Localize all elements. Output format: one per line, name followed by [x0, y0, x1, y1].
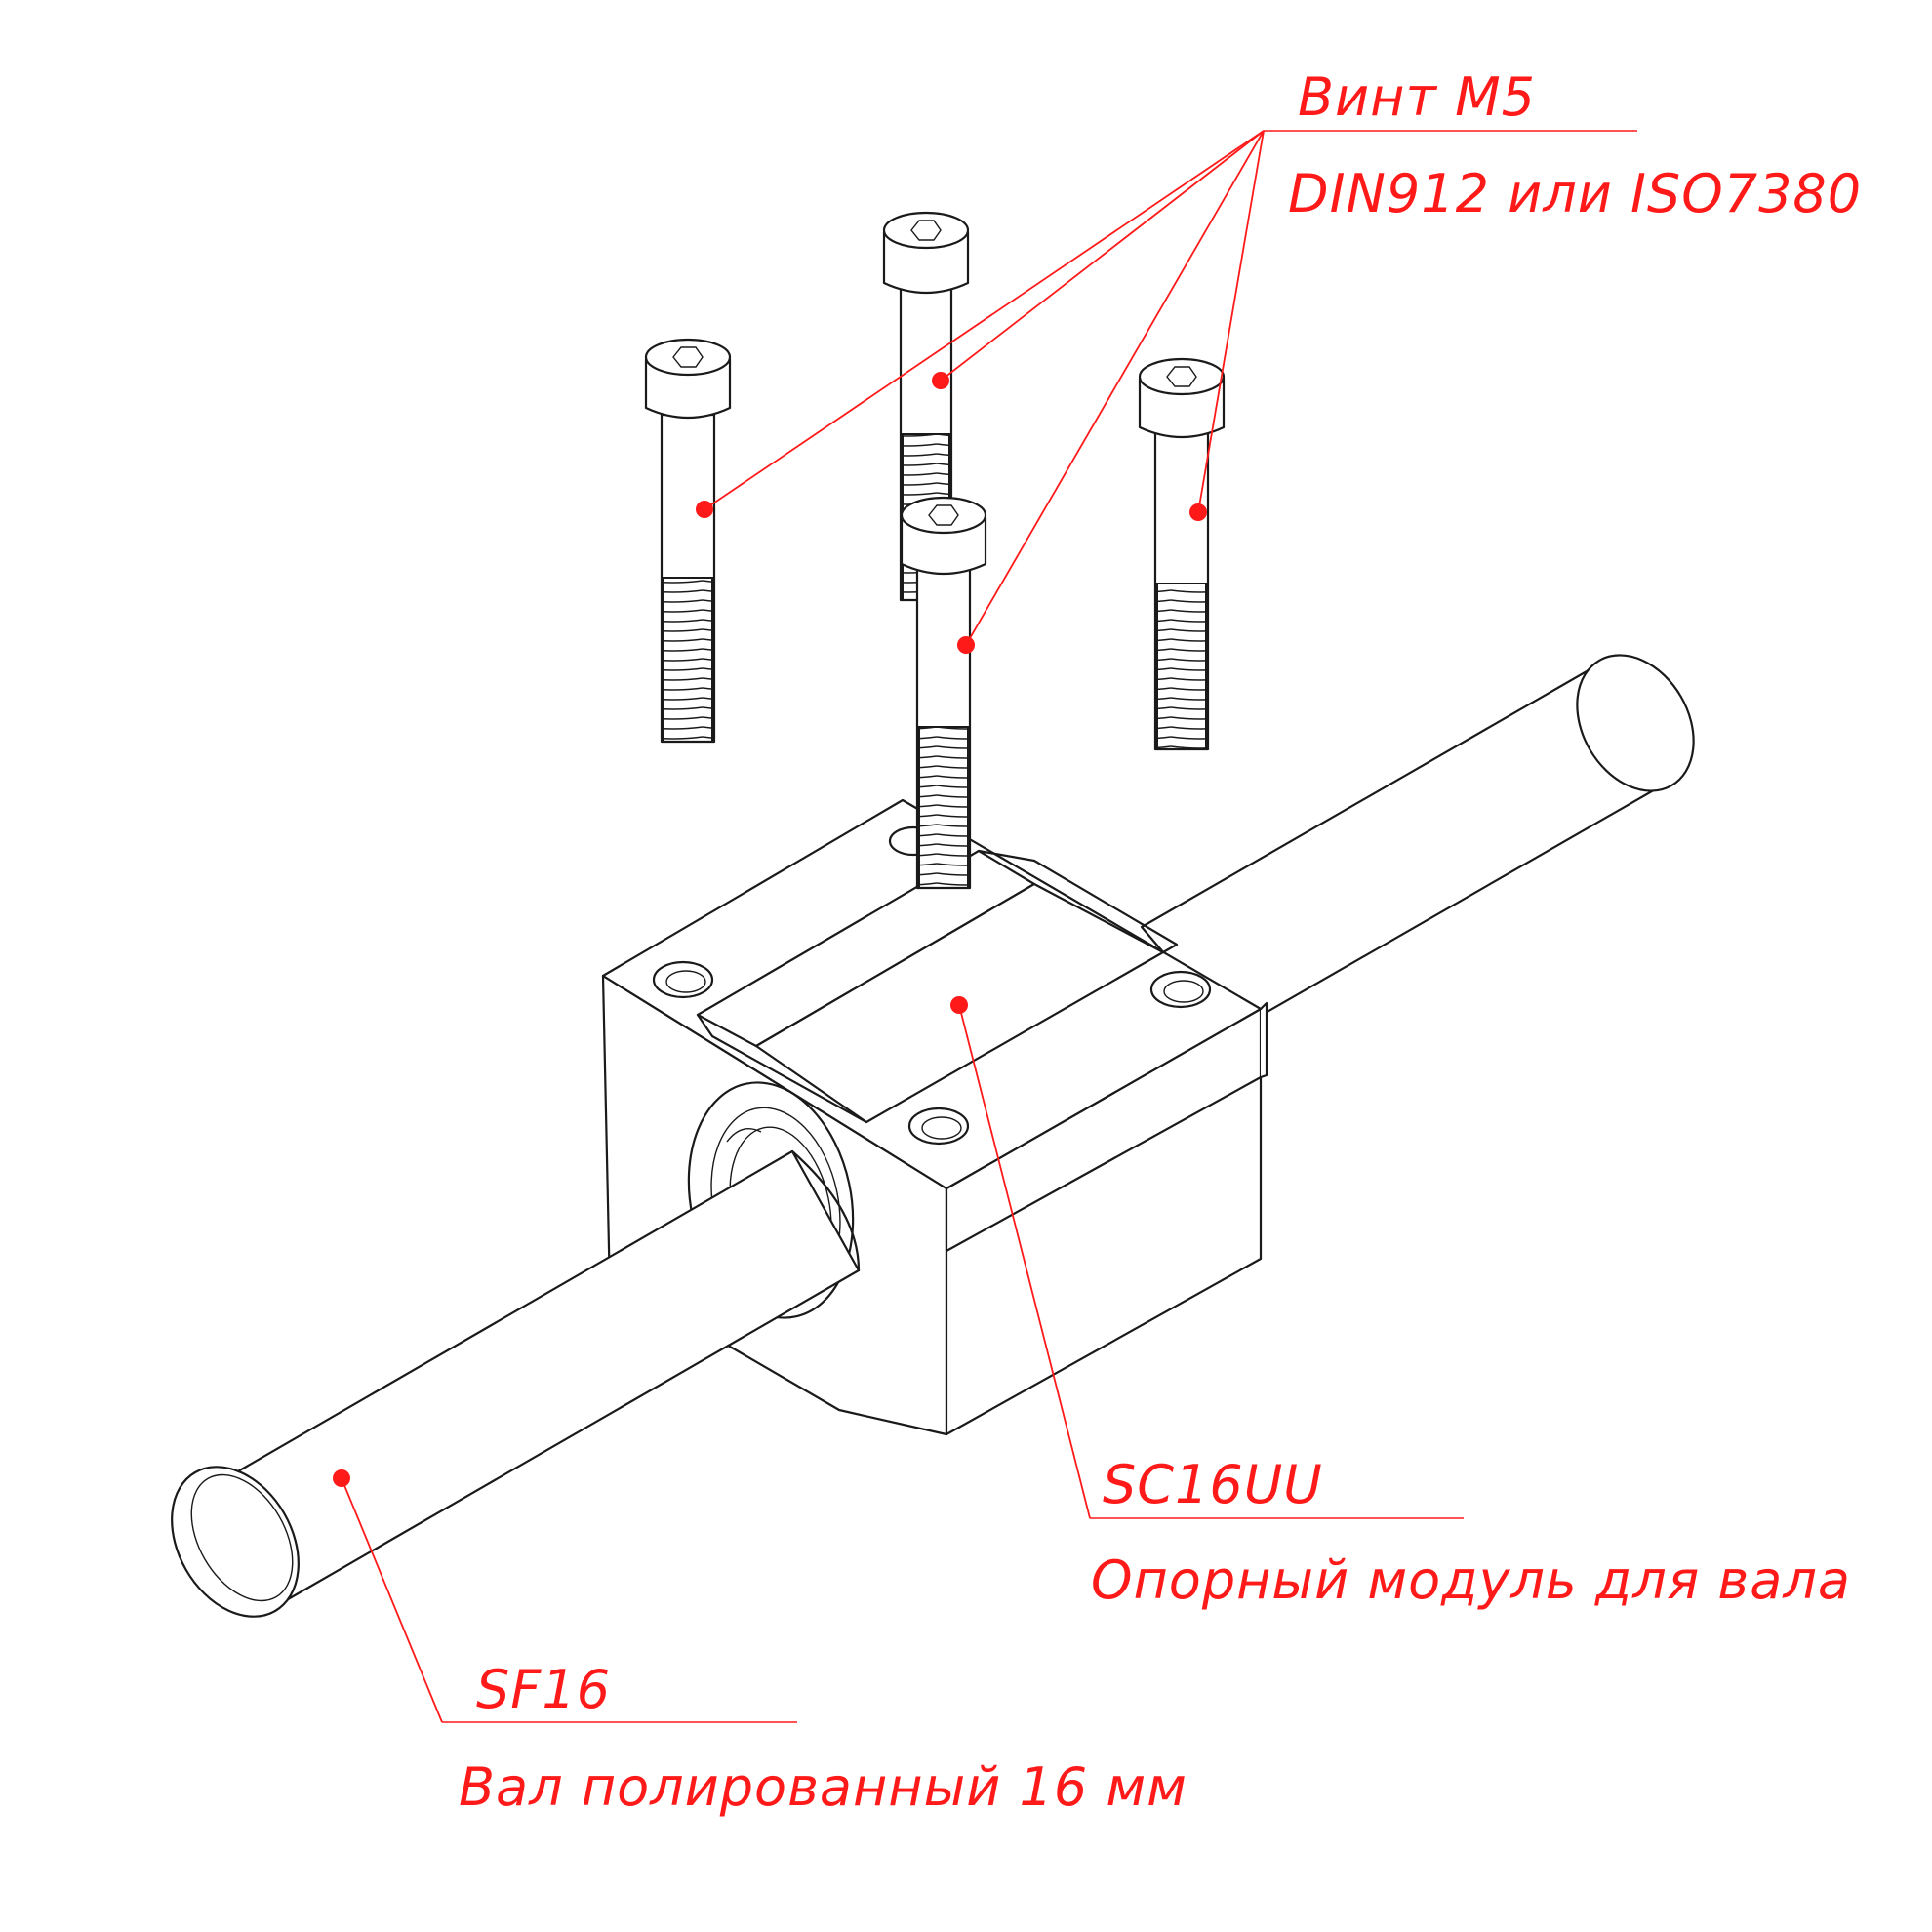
screw-right-marker	[1189, 503, 1207, 521]
shaft-marker	[333, 1469, 350, 1487]
screw-left-marker	[696, 501, 713, 518]
block-callout-subtitle: Опорный модуль для вала	[1091, 1550, 1851, 1611]
screw-front-marker	[957, 636, 975, 654]
shaft-callout-subtitle: Вал полированный 16 мм	[459, 1756, 1187, 1818]
screw-callout-title: Винт M5	[1298, 66, 1536, 128]
block-marker	[950, 996, 968, 1014]
screw-front	[900, 496, 987, 890]
screw-callout-subtitle: DIN912 или ISO7380	[1288, 163, 1862, 224]
shaft-front	[171, 1149, 861, 1618]
shaft-callout-title: SF16	[476, 1659, 611, 1720]
block-callout-leader	[950, 996, 1464, 1519]
screw-back-marker	[932, 372, 949, 389]
screw-left	[644, 338, 732, 744]
screw-callout-leaders	[696, 130, 1637, 654]
block-callout-title: SC16UU	[1103, 1454, 1323, 1515]
screw-right	[1138, 357, 1226, 751]
shaft-callout-leader	[333, 1469, 797, 1723]
shaft-back	[1140, 654, 1695, 1034]
